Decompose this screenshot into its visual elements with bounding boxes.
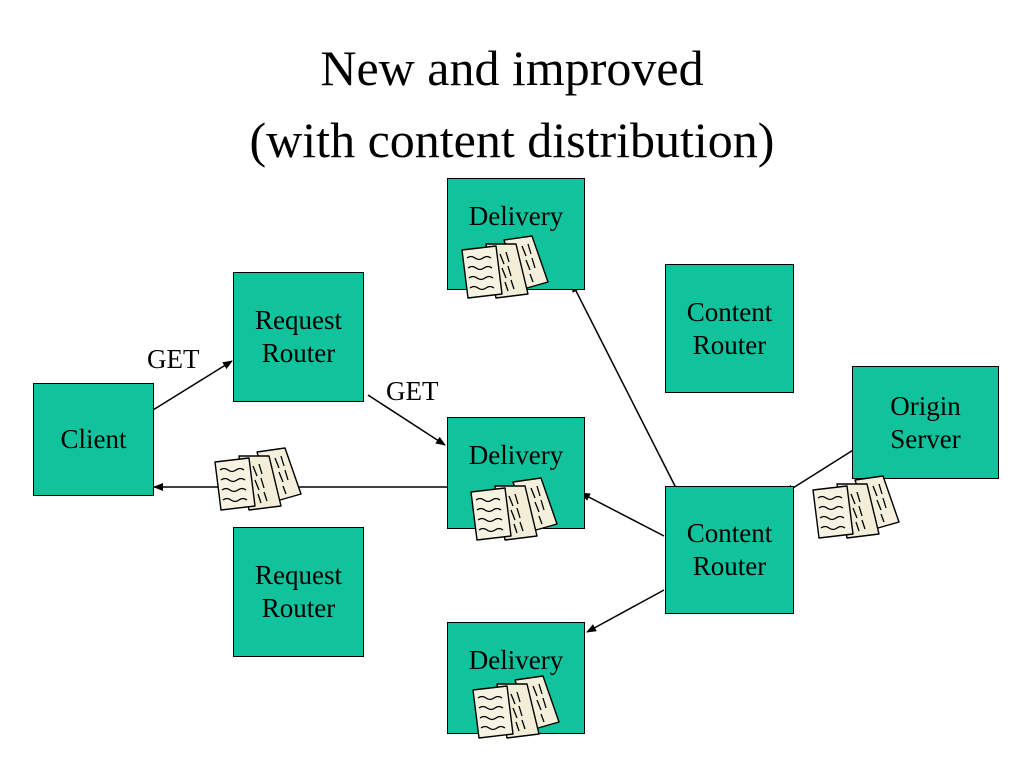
delivery-mid-label: Delivery <box>468 440 564 470</box>
delivery-bottom-label: Delivery <box>468 645 564 675</box>
content-documents-icon <box>472 675 560 739</box>
slide-title-line2: (with content distribution) <box>249 112 775 168</box>
content-router-main-label-1: Content <box>686 518 773 548</box>
client-node: Client <box>33 383 154 496</box>
delivery-node-mid: Delivery <box>447 417 585 529</box>
arrow-content-router-to-delivery-top <box>571 282 677 489</box>
request-router-bottom-label-2: Router <box>261 593 336 623</box>
request-router-bottom-node: Request Router <box>233 527 364 657</box>
request-router-top-node: Request Router <box>233 272 364 402</box>
get-label-router: GET <box>386 376 439 406</box>
content-documents-icon <box>812 475 900 539</box>
request-router-bottom-label-1: Request <box>255 560 342 590</box>
slide-title-line1: New and improved <box>320 40 704 96</box>
content-router-top-label-1: Content <box>686 296 773 327</box>
request-router-top-label-2: Router <box>261 338 336 368</box>
client-label: Client <box>60 424 127 454</box>
arrow-client-to-request-router <box>152 360 233 411</box>
delivery-top-label: Delivery <box>468 201 564 231</box>
arrow-content-router-to-delivery-bottom <box>586 589 665 633</box>
get-label-client: GET <box>147 344 200 374</box>
origin-server-label-1: Origin <box>890 390 961 421</box>
origin-server-label-2: Server <box>890 423 961 454</box>
request-router-top-label-1: Request <box>255 305 342 335</box>
content-router-main-label-2: Router <box>692 551 767 581</box>
content-router-top-label-2: Router <box>692 329 767 360</box>
arrow-request-router-to-delivery <box>367 394 446 446</box>
content-router-top-node: Content Router <box>665 264 794 393</box>
arrow-content-router-to-delivery-mid <box>580 492 665 537</box>
content-documents-icon <box>461 235 549 299</box>
content-documents-icon <box>470 477 558 541</box>
content-router-main-node: Content Router <box>665 486 794 614</box>
arrow-origin-to-content-router <box>784 446 859 494</box>
content-documents-icon <box>214 447 302 511</box>
origin-server-node: Origin Server <box>852 366 999 479</box>
